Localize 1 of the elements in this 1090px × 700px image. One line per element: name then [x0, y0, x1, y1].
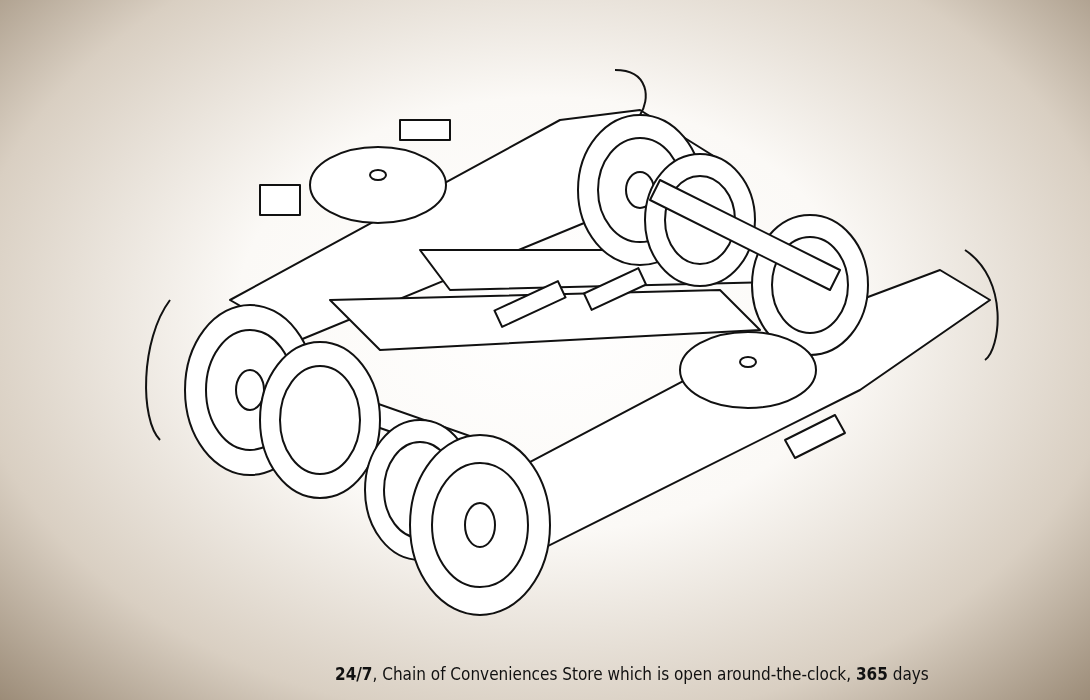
tagline: 24/7, Chain of Conveniences Store which is open around-the-clock, 365 days: [335, 664, 929, 684]
